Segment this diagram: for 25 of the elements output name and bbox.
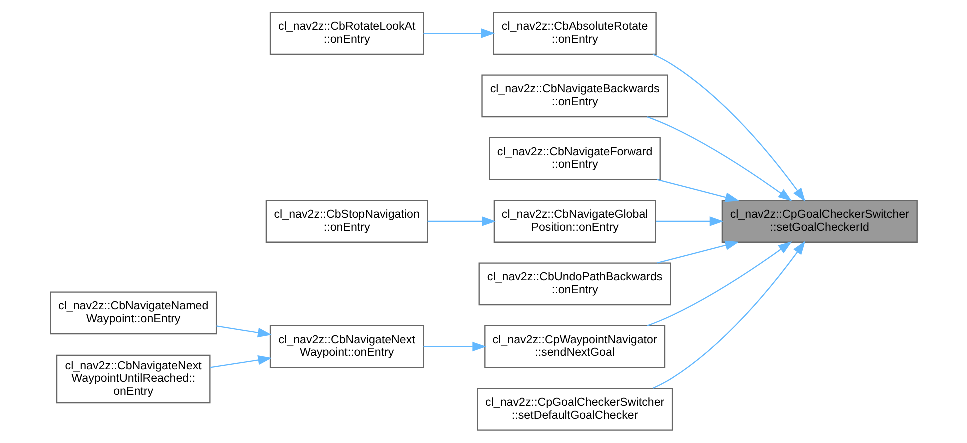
node-box: cl_nav2z::CbNavigateNext WaypointUntilReached:: onEntry <box>56 354 210 404</box>
arrow <box>423 28 495 38</box>
node-box: cl_nav2z::CpWaypointNavigator ::sendNextGoal <box>484 325 666 368</box>
node-box: cl_nav2z::CbNavigateNamed Waypoint::onEntry <box>50 292 217 335</box>
arrow <box>655 216 724 226</box>
arrow <box>652 54 806 202</box>
node-box: cl_nav2z::CbNavigateForward ::onEntry <box>488 137 660 180</box>
node-box: cl_nav2z::CbNavigateGlobal Position::onEntry <box>493 200 656 243</box>
arrow <box>656 240 739 264</box>
arrow <box>427 216 496 226</box>
node-box: cl_nav2z::CbAbsoluteRotate ::onEntry <box>492 12 656 55</box>
arrow <box>646 116 792 202</box>
node-box: cl_nav2z::CbNavigateNext Waypoint::onEntry <box>269 325 424 368</box>
arrow <box>652 241 806 390</box>
node-box: cl_nav2z::CpGoalCheckerSwitcher ::setDefaultGoalChecker <box>476 388 673 431</box>
node-box: cl_nav2z::CbStopNavigation ::onEntry <box>265 200 428 243</box>
arrow <box>216 326 272 338</box>
node-box: cl_nav2z::CbRotateLookAt ::onEntry <box>269 12 424 55</box>
node-box: cl_nav2z::CbNavigateBackwards ::onEntry <box>481 74 668 118</box>
node-box: cl_nav2z::CbUndoPathBackwards ::onEntry <box>478 262 671 306</box>
arrow <box>210 355 272 368</box>
arrow <box>646 241 792 326</box>
arrow <box>656 179 739 202</box>
node-box: cl_nav2z::CpGoalCheckerSwitcher ::setGoalCheckerId <box>721 200 918 243</box>
arrow <box>423 342 486 352</box>
